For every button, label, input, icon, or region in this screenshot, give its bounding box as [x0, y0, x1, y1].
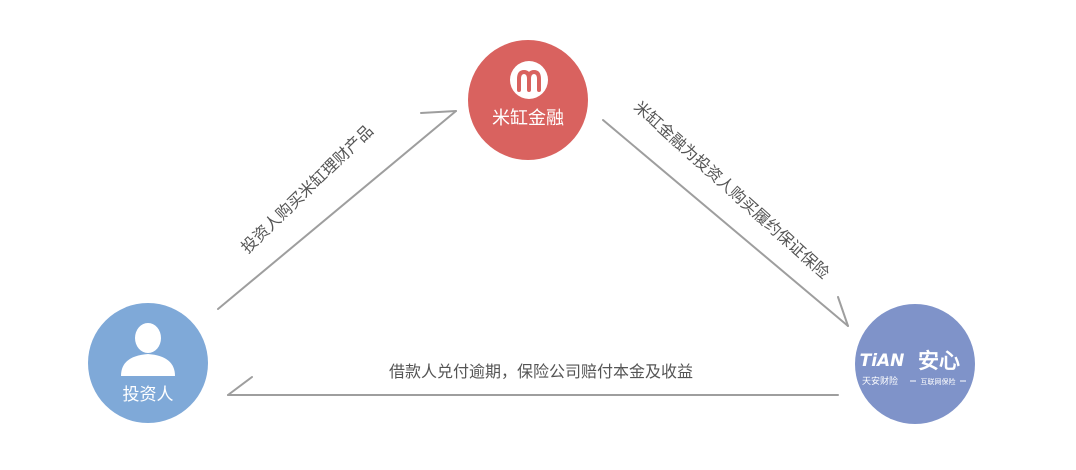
tianan-sub-text: 天安财险 [862, 375, 898, 387]
tianan-badge-text: 互联网保险 [921, 377, 956, 386]
tianan-circle [855, 304, 975, 424]
label-micang-to-tianan: 米缸金融为投资人购买履约保证保险 [630, 97, 833, 282]
arrow-tianan-to-investor [227, 376, 839, 396]
node-micang: 米缸金融 [468, 40, 588, 160]
person-icon [121, 323, 175, 376]
micang-label: 米缸金融 [492, 107, 564, 129]
tianan-brand-text: 安心 [918, 349, 960, 373]
arrow-micang-to-tianan [602, 119, 849, 327]
node-investor: 投资人 [88, 303, 208, 423]
node-tianan: TiAN 安心 天安财险 互联网保险 [855, 304, 975, 424]
tianan-logo-text: TiAN [860, 351, 905, 371]
investor-label: 投资人 [123, 385, 174, 405]
label-tianan-to-investor: 借款人兑付逾期，保险公司赔付本金及收益 [389, 362, 693, 381]
arrow-investor-to-micang [217, 110, 457, 310]
label-investor-to-micang: 投资人购买米缸理财产品 [237, 121, 377, 257]
micang-circle [468, 40, 588, 160]
m-logo-icon [510, 61, 548, 99]
